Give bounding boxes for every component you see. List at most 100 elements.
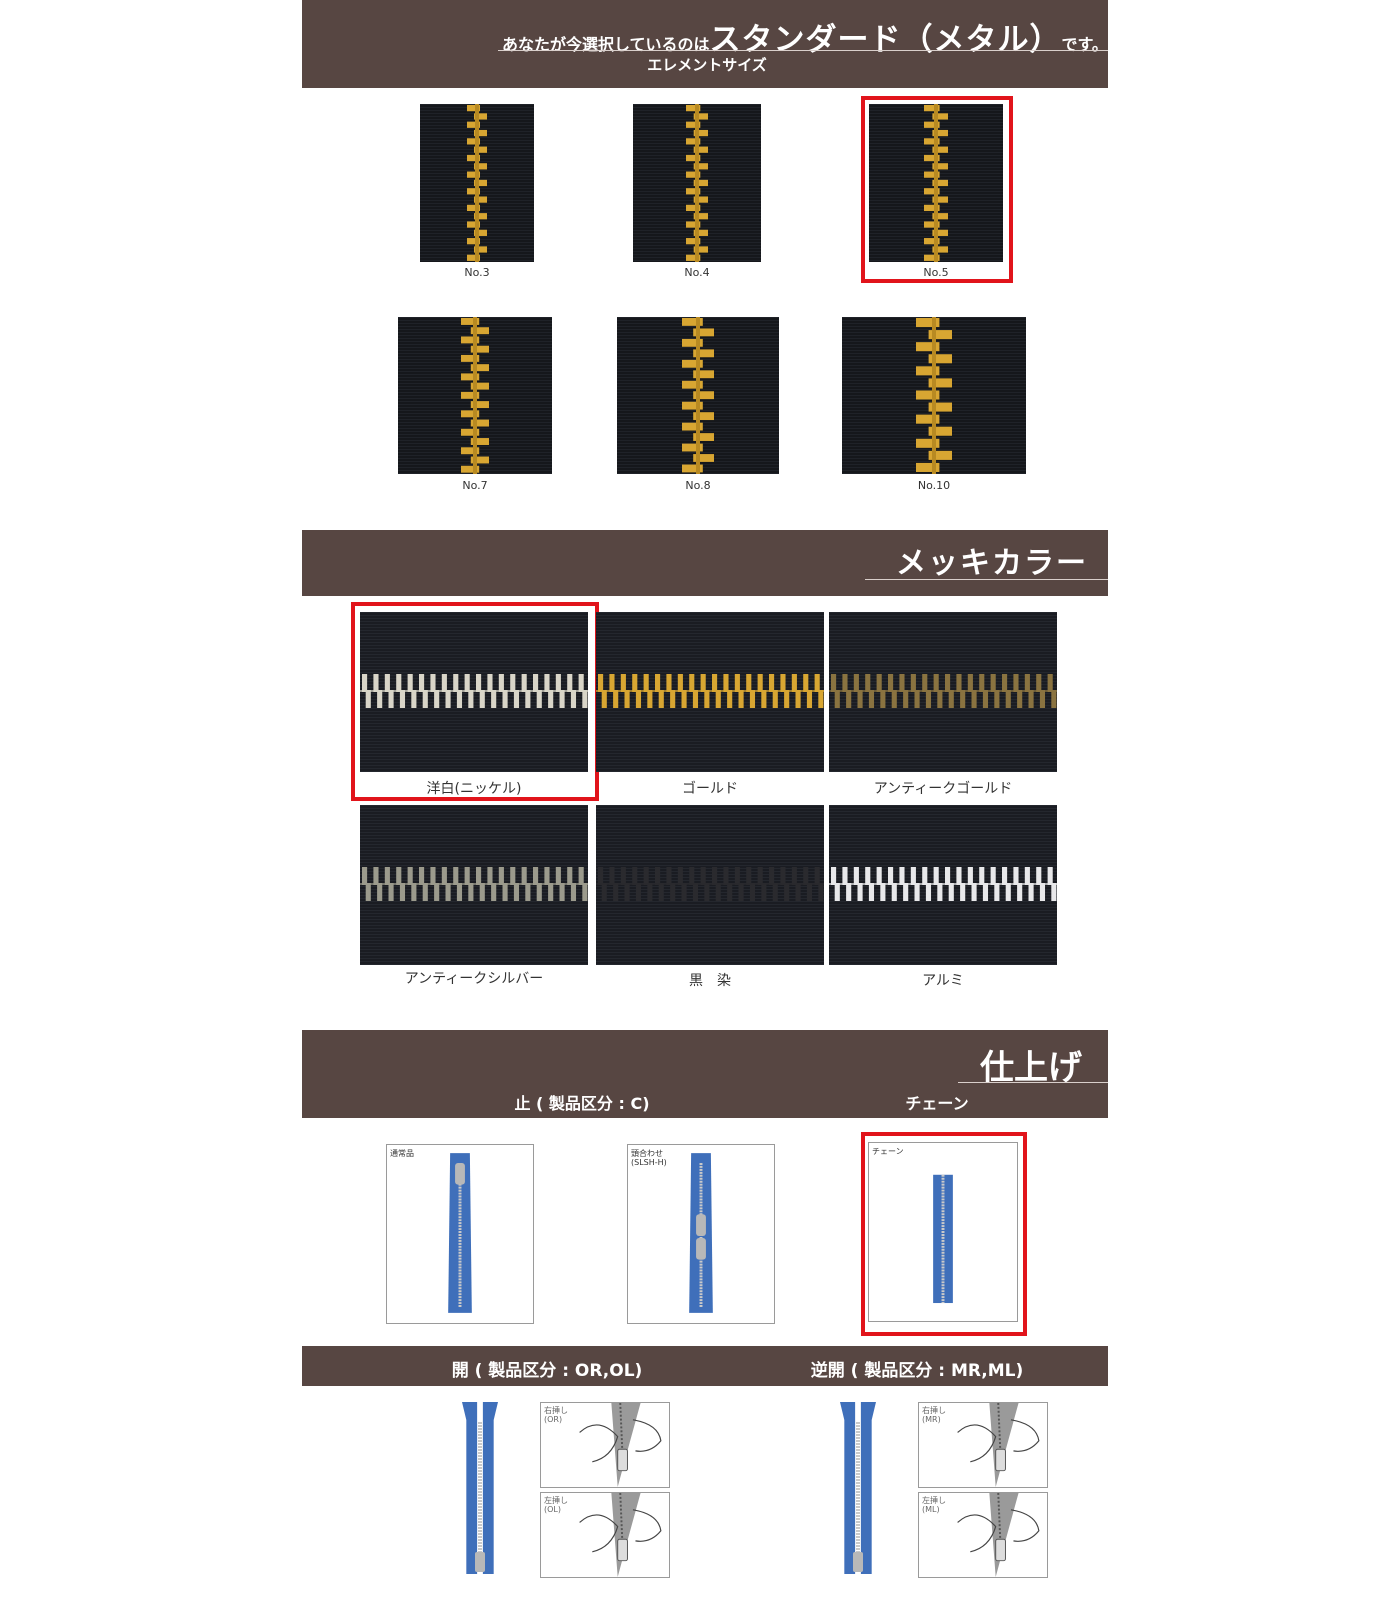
tape-weave-line: [596, 814, 824, 815]
zipper-tooth: [655, 867, 661, 885]
size-swatch-no-3[interactable]: [420, 104, 534, 262]
tape-weave-line: [596, 811, 824, 812]
size-label: No.7: [462, 479, 488, 492]
finish-option-2[interactable]: 頭合わせ (SLSH-H): [627, 1144, 775, 1324]
zipper-tooth: [880, 883, 886, 901]
zipper-tooth: [791, 674, 797, 692]
tape-weave-line: [596, 735, 824, 736]
zipper-tooth: [924, 138, 940, 145]
tape-weave-line: [360, 853, 588, 854]
tape-weave-line: [596, 844, 824, 845]
zipper-tooth: [903, 883, 909, 901]
tape-weave-line: [360, 711, 588, 712]
zipper-tooth: [548, 883, 554, 901]
finish-option-3[interactable]: チェーン: [868, 1142, 1018, 1322]
tape-weave-line: [829, 955, 1057, 956]
zipper-tooth: [1024, 674, 1030, 692]
tape-weave-line: [596, 832, 824, 833]
zipper-tooth: [362, 674, 368, 692]
zipper-tooth: [925, 690, 932, 708]
tape-weave-line: [360, 946, 588, 947]
zipper-tooth: [937, 690, 943, 708]
tape-weave-line: [596, 859, 824, 860]
zipper-tooth: [686, 204, 701, 212]
tape-weave-line: [360, 768, 588, 769]
zipper-tooth: [876, 867, 882, 885]
open-left-insert-panel: 左挿し (OL): [540, 1492, 670, 1578]
tape-weave-line: [596, 732, 824, 733]
nickel-swatch[interactable]: [360, 612, 588, 772]
tape-weave-line: [360, 841, 588, 842]
zipper-tooth: [498, 674, 504, 692]
tape-weave-line: [360, 850, 588, 851]
zipper-tooth: [945, 867, 951, 885]
zipper-tooth: [578, 867, 584, 885]
zipper-tooth: [693, 412, 714, 421]
size-swatch-no-8[interactable]: [617, 317, 779, 474]
tape-weave-line: [829, 889, 1057, 890]
zipper-chain-center: [475, 104, 479, 262]
plating-header: メッキカラー: [302, 530, 1108, 596]
tape-weave-line: [829, 708, 1057, 709]
tape-weave-line: [360, 844, 588, 845]
size-swatch-no-7[interactable]: [398, 317, 552, 474]
zipper-tooth: [470, 382, 489, 390]
tape-weave-line: [596, 817, 824, 818]
zipper-tooth: [956, 674, 962, 692]
finish-option-1[interactable]: 通常品: [386, 1144, 534, 1324]
zipper-tooth: [479, 883, 485, 901]
tape-weave-line: [829, 856, 1057, 857]
zipper-tooth: [1005, 883, 1011, 901]
tape-weave-line: [360, 753, 588, 754]
tape-weave-line: [360, 741, 588, 742]
zipper-tooth: [928, 402, 952, 412]
zipper-tooth: [467, 138, 480, 145]
tape-weave-line: [829, 633, 1057, 634]
zipper-tooth: [422, 690, 428, 708]
zipper-tooth: [982, 690, 989, 708]
zipper-tooth: [932, 146, 948, 153]
zipper-tooth: [396, 674, 402, 692]
antique-gold-swatch[interactable]: [829, 612, 1057, 772]
black-dyed-swatch[interactable]: [596, 805, 824, 965]
tape-weave-line: [596, 949, 824, 950]
tape-weave-line: [360, 862, 588, 863]
tape-weave-line: [596, 747, 824, 748]
antique-silver-swatch[interactable]: [360, 805, 588, 965]
size-swatch-no-4[interactable]: [633, 104, 761, 262]
tape-weave-line: [829, 681, 1057, 682]
gold-swatch[interactable]: [596, 612, 824, 772]
tape-weave-line: [360, 654, 588, 655]
zipper-tooth: [609, 674, 615, 692]
tape-weave-line: [360, 805, 588, 806]
tape-weave-line: [829, 823, 1057, 824]
tape-weave-line: [360, 856, 588, 857]
zipper-tooth: [693, 213, 708, 220]
zipper-tooth: [666, 674, 672, 692]
aluminum-swatch[interactable]: [829, 805, 1057, 965]
zipper-tooth: [746, 674, 752, 692]
tape-weave-line: [829, 618, 1057, 619]
zipper-tooth: [362, 867, 368, 885]
zipper-tooth: [658, 690, 664, 708]
size-swatch-no-10[interactable]: [842, 317, 1026, 474]
tape-weave-line: [596, 904, 824, 905]
zipper-tooth: [601, 883, 607, 901]
zipper-tooth: [461, 447, 480, 455]
zipper-tooth: [399, 690, 406, 708]
tape-weave-line: [829, 886, 1057, 887]
zipper-tooth: [682, 443, 703, 452]
tape-weave-line: [596, 624, 824, 625]
zipper-tooth: [727, 690, 733, 708]
zipper-tooth: [689, 674, 695, 692]
size-swatch-no-5[interactable]: [869, 104, 1003, 262]
tape-weave-line: [360, 684, 588, 685]
zipper-tooth: [555, 867, 561, 885]
tape-weave-line: [596, 699, 824, 700]
tape-weave-line: [596, 901, 824, 902]
tape-weave-line: [829, 922, 1057, 923]
tape-weave-line: [829, 916, 1057, 917]
tape-weave-line: [829, 871, 1057, 872]
zipper-tooth: [876, 674, 882, 692]
zipper-tooth: [933, 674, 939, 692]
